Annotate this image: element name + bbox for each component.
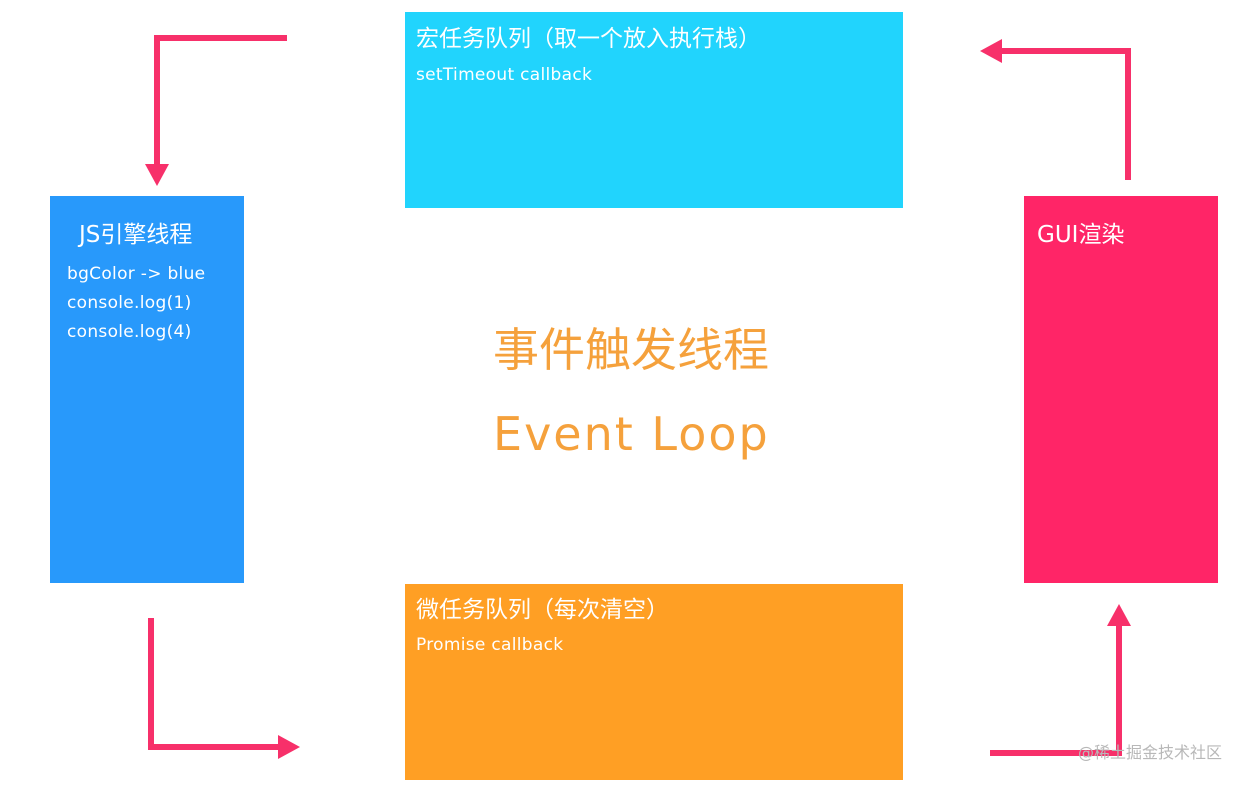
js-engine-code-line: console.log(4) [67, 322, 192, 342]
js-engine-code-line: console.log(1) [67, 293, 192, 313]
micro-task-queue-item: Promise callback [416, 635, 564, 655]
js-engine-thread-box: JS引擎线程 bgColor -> blue console.log(1) co… [50, 196, 244, 583]
js-engine-code-line: bgColor -> blue [67, 264, 206, 284]
js-engine-code-list: bgColor -> blue console.log(1) console.l… [67, 263, 205, 350]
micro-task-queue-title: 微任务队列（每次清空） [416, 597, 669, 623]
arrowhead-up-icon [1107, 604, 1131, 626]
macro-task-queue-box: 宏任务队列（取一个放入执行栈） setTimeout callback [405, 12, 903, 208]
arrowhead-down-icon [145, 164, 169, 186]
macro-task-queue-item: setTimeout callback [416, 65, 593, 85]
arrowhead-left-icon [980, 39, 1002, 63]
event-trigger-thread-title: 事件触发线程 [493, 323, 769, 377]
micro-task-queue-box: 微任务队列（每次清空） Promise callback [405, 584, 903, 780]
arrowhead-right-icon [278, 735, 300, 759]
js-engine-thread-title: JS引擎线程 [79, 222, 193, 248]
arrow-macro-to-js [154, 35, 287, 168]
arrow-js-to-micro [148, 618, 282, 750]
event-loop-label: Event Loop [493, 407, 770, 461]
watermark: @稀土掘金技术社区 [1078, 743, 1223, 762]
arrow-gui-to-macro [998, 48, 1131, 180]
gui-render-title: GUI渲染 [1037, 222, 1125, 248]
macro-task-queue-title: 宏任务队列（取一个放入执行栈） [416, 26, 761, 52]
arrow-micro-to-gui [990, 622, 1122, 756]
gui-render-box: GUI渲染 [1024, 196, 1218, 583]
